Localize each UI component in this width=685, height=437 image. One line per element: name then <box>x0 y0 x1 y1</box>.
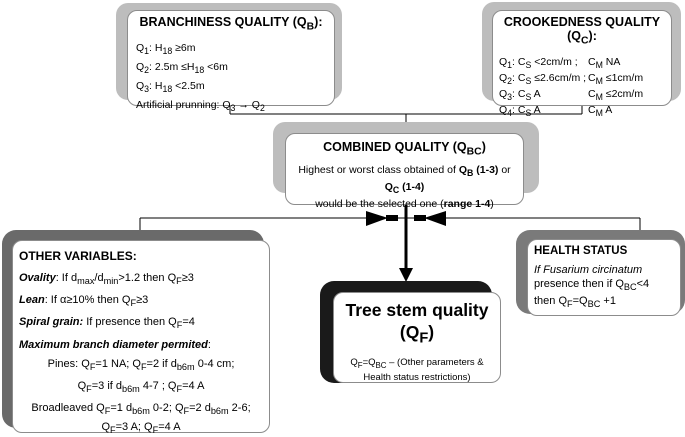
down-arrow-head <box>399 268 413 282</box>
health-line-3: then QF=QBC +1 <box>534 295 616 310</box>
branch-q2: Q2: 2.5m ≤H18 <6m <box>136 60 228 75</box>
tree-title-1: Tree stem quality <box>345 300 489 320</box>
health-title: HEALTH STATUS <box>534 245 628 257</box>
combined-line1: Highest or worst class obtained of QB (1… <box>298 163 511 195</box>
tree-formula: QF=QBC – (Other parameters &Health statu… <box>350 356 484 384</box>
health-status-box: HEALTH STATUS If Fusarium circinatum pre… <box>527 239 681 316</box>
health-line-1: If Fusarium circinatum <box>534 264 643 276</box>
branch-pruning: Artificial prunning: Q3 → Q2 <box>136 98 265 113</box>
crook-q1: Q1: CS <2cm/m ;CM NA <box>499 55 621 70</box>
right-arrow-icon <box>424 211 446 226</box>
tree-stem-box: Tree stem quality (QF) QF=QBC – (Other p… <box>333 292 501 383</box>
crookedness-box: CROOKEDNESS QUALITY (QC): Q1: CS <2cm/m … <box>492 10 672 118</box>
tree-title-2: (QF) <box>399 322 435 347</box>
health-line-2: presence then if QBC<4 <box>534 278 650 293</box>
left-arrow-icon <box>366 211 388 226</box>
pines-line-1: Pines: QF=1 NA; QF=2 if db6m 0-4 cm; <box>47 357 235 372</box>
pines-line-2: QF=3 if db6m 4-7 ; QF=4 A <box>77 379 205 394</box>
right-arrow-shaft <box>414 215 426 221</box>
left-arrow-shaft <box>386 215 398 221</box>
combined-box: COMBINED QUALITY (QBC) Highest or worst … <box>285 133 524 210</box>
combined-line2: would be the selected one (range 1-4) <box>315 197 494 210</box>
other-title: OTHER VARIABLES: <box>19 249 137 263</box>
maxbranch-line: Maximum branch diameter permited: <box>19 338 211 351</box>
crook-q2: Q2: CS ≤2.6cm/m ;CM ≤1cm/m <box>499 71 644 86</box>
branchiness-box: BRANCHINESS QUALITY (QB): Q1: H18 ≥6m Q2… <box>127 10 335 113</box>
branchiness-title: BRANCHINESS QUALITY (QB): <box>139 15 323 33</box>
broadleaved-line-1: Broadleaved QF=1 db6m 0-2; QF=2 db6m 2-6… <box>31 401 251 417</box>
branch-q3: Q3: H18 <2.5m <box>136 79 205 94</box>
spiral-line: Spiral grain: If presence then QF=4 <box>19 316 195 331</box>
branch-q1: Q1: H18 ≥6m <box>136 41 196 56</box>
ovality-line: Ovality: If dmax/dmin>1.2 then QF≥3 <box>19 272 194 287</box>
other-variables-box: OTHER VARIABLES: Ovality: If dmax/dmin>1… <box>12 240 270 435</box>
combined-title: COMBINED QUALITY (QBC) <box>323 140 486 158</box>
broadleaved-line-2: QF=3 A; QF=4 A <box>101 421 181 436</box>
crookedness-title: CROOKEDNESS QUALITY (QC): <box>503 15 661 47</box>
lean-line: Lean: If α≥10% then QF≥3 <box>19 294 149 309</box>
